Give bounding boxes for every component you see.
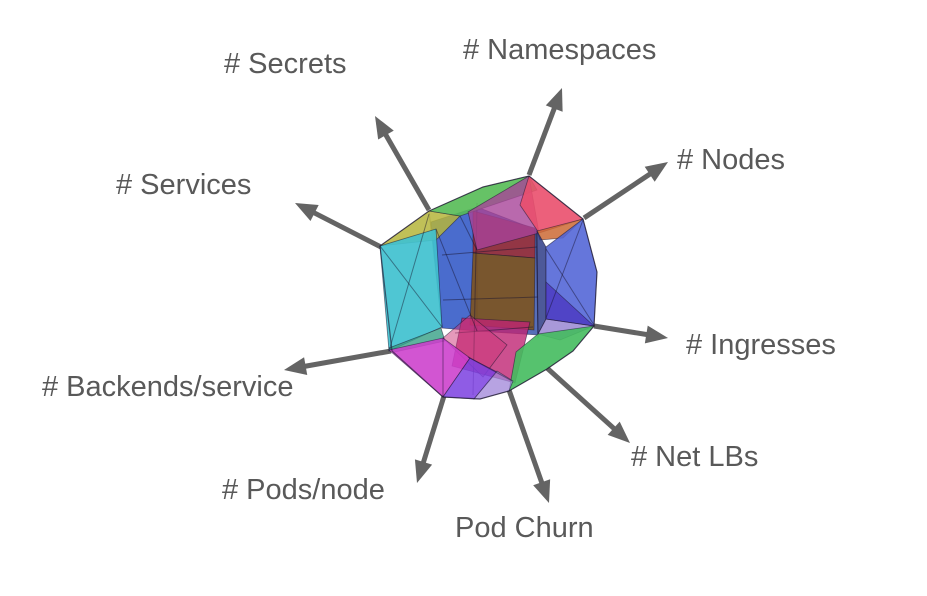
services-arrow xyxy=(309,208,383,250)
nodes-arrow xyxy=(582,169,655,221)
face-edge xyxy=(379,245,443,328)
backends-arrow xyxy=(301,348,392,370)
inner-edge xyxy=(441,246,538,256)
namespaces-arrow-head xyxy=(545,88,563,112)
face-cyan xyxy=(379,228,443,352)
podsnode-arrow-head xyxy=(414,459,433,483)
face-edge xyxy=(459,215,478,251)
podsnode-arrow xyxy=(419,395,447,467)
services-arrow-head xyxy=(295,203,319,222)
label-podsnode: # Pods/node xyxy=(222,474,385,506)
ingresses-arrow-head xyxy=(644,325,668,344)
label-netlbs: # Net LBs xyxy=(631,441,759,473)
face-edge xyxy=(545,248,595,326)
face-edge xyxy=(467,356,513,382)
secrets-arrow-head xyxy=(375,116,394,140)
namespaces-arrow xyxy=(526,103,558,176)
netlbs-arrow-head xyxy=(607,421,630,443)
label-services: # Services xyxy=(116,169,252,201)
label-nodes: # Nodes xyxy=(677,144,786,176)
face-edge xyxy=(545,219,584,319)
netlbs-arrow xyxy=(545,366,619,433)
backends-arrow-head xyxy=(284,357,308,376)
secrets-arrow xyxy=(381,130,432,212)
center-brown xyxy=(469,252,536,331)
face-edge xyxy=(388,213,430,352)
podchurn-arrow-head xyxy=(533,479,551,503)
label-ingresses: # Ingresses xyxy=(686,329,836,361)
label-namespaces: # Namespaces xyxy=(463,34,657,66)
ingresses-arrow xyxy=(593,323,651,338)
face-navy-strip xyxy=(536,230,547,335)
label-secrets: # Secrets xyxy=(224,48,347,80)
label-podchurn: Pod Churn xyxy=(455,512,594,544)
podchurn-arrow xyxy=(506,389,546,487)
inner-edge xyxy=(442,296,539,301)
label-backends: # Backends/service xyxy=(42,371,294,403)
silhouette-outline xyxy=(379,175,598,400)
face-edge xyxy=(435,228,478,332)
nodes-arrow-head xyxy=(644,162,668,182)
